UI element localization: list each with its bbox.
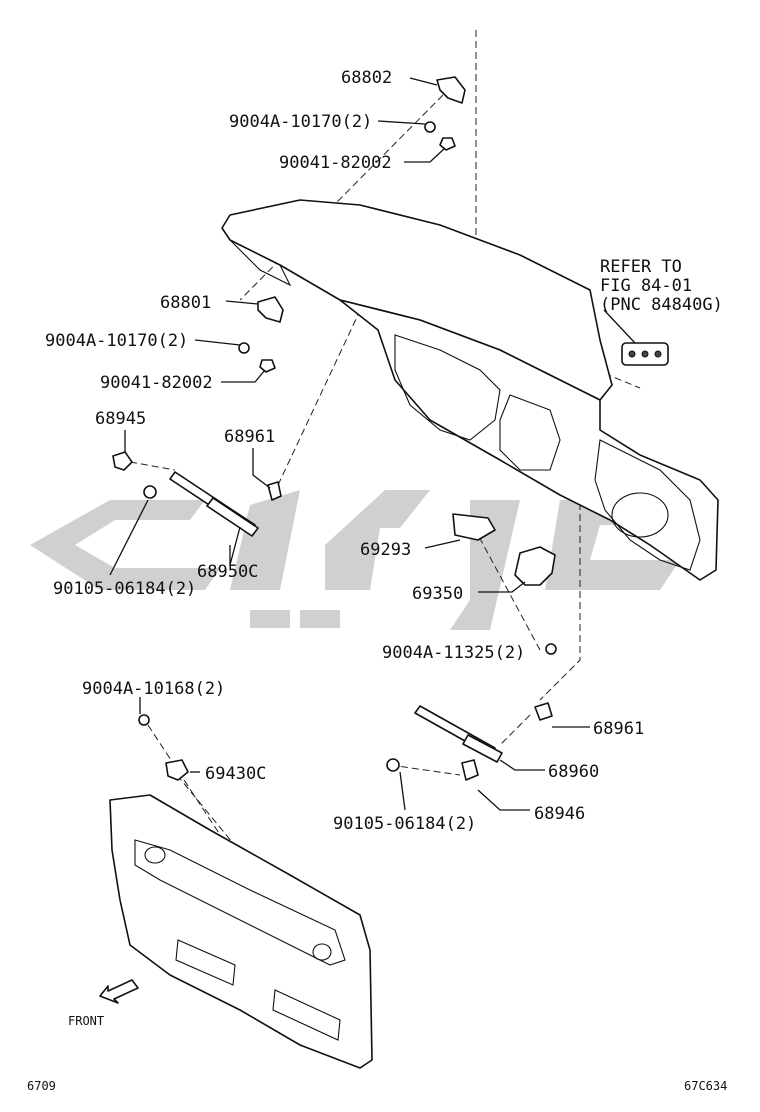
- label-68961-right: 68961: [593, 719, 644, 739]
- part-labels: 68802 9004A-10170(2) 90041-82002 REFER T…: [27, 68, 727, 1093]
- label-68946: 68946: [534, 804, 585, 824]
- emblem-part: [621, 342, 669, 366]
- label-9004a-11325: 9004A-11325(2): [382, 643, 525, 663]
- label-68945: 68945: [95, 409, 146, 429]
- front-label: FRONT: [68, 1014, 104, 1028]
- label-68960: 68960: [548, 762, 599, 782]
- right-damper-stay: [386, 702, 553, 781]
- label-90105-06184-left: 90105-06184(2): [53, 579, 196, 599]
- label-90105-06184-right: 90105-06184(2): [333, 814, 476, 834]
- footer-right-code: 67C634: [684, 1079, 727, 1093]
- label-refer-line2: FIG 84-01: [600, 276, 692, 296]
- label-refer-line3: (PNC 84840G): [600, 295, 723, 315]
- label-9004a-10170-mid: 9004A-10170(2): [45, 331, 188, 351]
- opener-69430c: [138, 714, 189, 781]
- label-69293: 69293: [360, 540, 411, 560]
- label-68801: 68801: [160, 293, 211, 313]
- label-refer-line1: REFER TO: [600, 257, 682, 277]
- label-68961-left: 68961: [224, 427, 275, 447]
- front-direction-arrow: [99, 979, 139, 1004]
- back-panel: [109, 794, 373, 1069]
- label-68802: 68802: [341, 68, 392, 88]
- lock-assembly: [452, 513, 557, 655]
- footer-left-code: 6709: [27, 1079, 56, 1093]
- label-9004a-10170-top: 9004A-10170(2): [229, 112, 372, 132]
- label-69350: 69350: [412, 584, 463, 604]
- hinge-68802: [424, 76, 466, 151]
- label-69430c: 69430C: [205, 764, 266, 784]
- label-90041-82002-top: 90041-82002: [279, 153, 392, 173]
- hinge-68801: [238, 296, 284, 373]
- left-damper-stay: [112, 451, 282, 537]
- label-9004a-10168: 9004A-10168(2): [82, 679, 225, 699]
- leader-lines: [109, 77, 636, 811]
- trunk-lid: [221, 199, 719, 581]
- label-90041-82002-mid: 90041-82002: [100, 373, 213, 393]
- label-68950c: 68950C: [197, 562, 258, 582]
